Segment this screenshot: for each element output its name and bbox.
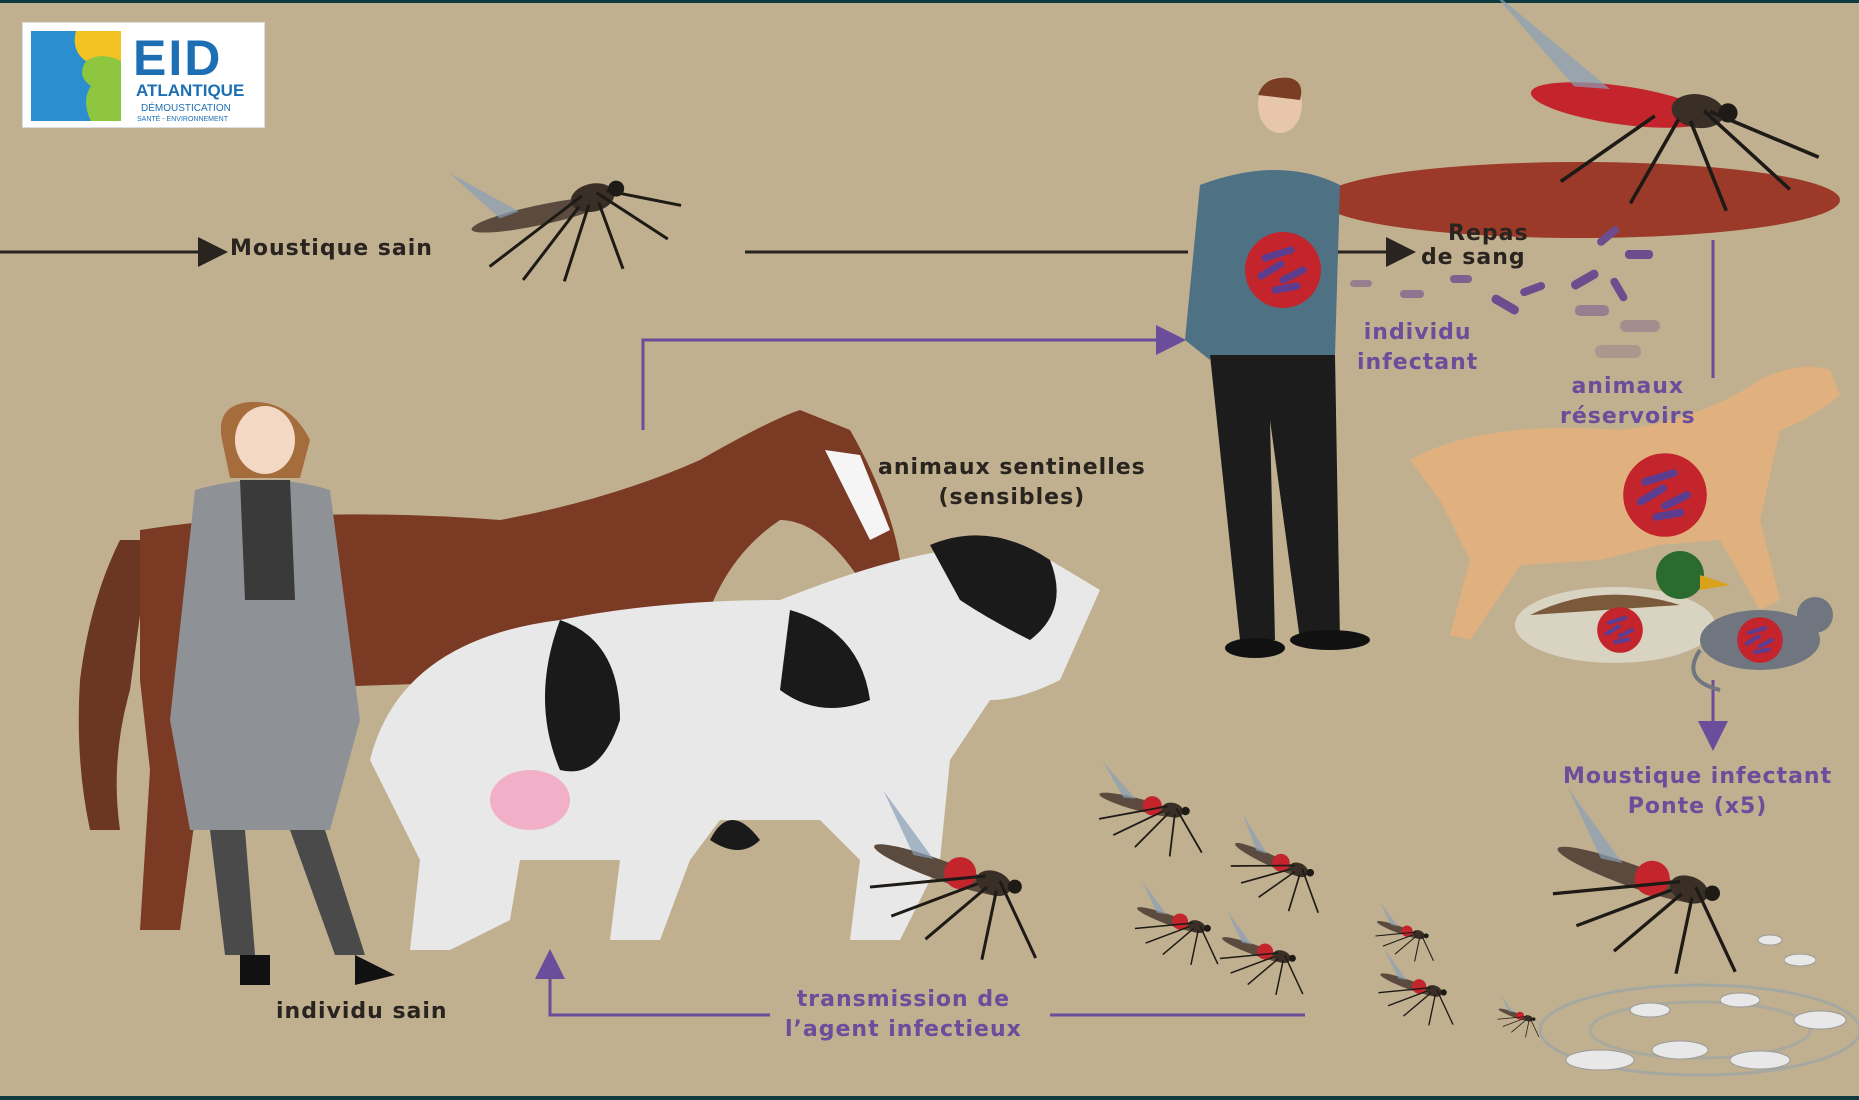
logo-subtitle: ATLANTIQUE <box>136 81 244 101</box>
logo-name: EID <box>133 29 222 87</box>
label-animaux-reservoirs: animaux réservoirs <box>1560 372 1696 432</box>
label-animaux-reservoirs-line-2: réservoirs <box>1560 402 1696 432</box>
label-transmission-line-1: transmission de <box>785 985 1022 1015</box>
label-moustique-sain: Moustique sain <box>230 236 433 261</box>
eid-logo: EID ATLANTIQUE DÉMOUSTICATION SANTÉ - EN… <box>22 22 265 128</box>
label-ponte: Ponte (x5) <box>1563 792 1832 822</box>
label-animaux-sentinelles: animaux sentinelles (sensibles) <box>878 453 1146 513</box>
label-moustique-infectant: Moustique infectant Ponte (x5) <box>1563 762 1832 822</box>
label-transmission-line-2: l’agent infectieux <box>785 1015 1022 1045</box>
label-individu-infectant-line-1: individu <box>1357 318 1478 348</box>
logo-tagline-2: SANTÉ - ENVIRONNEMENT <box>137 116 228 123</box>
label-animaux-reservoirs-line-1: animaux <box>1560 372 1696 402</box>
label-moustique-infectant-line: Moustique infectant <box>1563 762 1832 792</box>
label-repas-line-1: Repas <box>1418 222 1529 246</box>
label-repas-de-sang: Repas de sang <box>1418 222 1529 270</box>
label-sentinelles-line-2: (sensibles) <box>878 483 1146 513</box>
label-transmission: transmission de l’agent infectieux <box>785 985 1022 1045</box>
logo-tagline: DÉMOUSTICATION <box>141 103 231 114</box>
label-individu-infectant: individu infectant <box>1357 318 1478 378</box>
label-individu-sain: individu sain <box>276 999 448 1024</box>
label-sentinelles-line-1: animaux sentinelles <box>878 453 1146 483</box>
logo-map-icon <box>31 31 121 121</box>
label-individu-infectant-line-2: infectant <box>1357 348 1478 378</box>
skin-surface <box>1320 162 1840 238</box>
label-repas-line-2: de sang <box>1418 246 1529 270</box>
